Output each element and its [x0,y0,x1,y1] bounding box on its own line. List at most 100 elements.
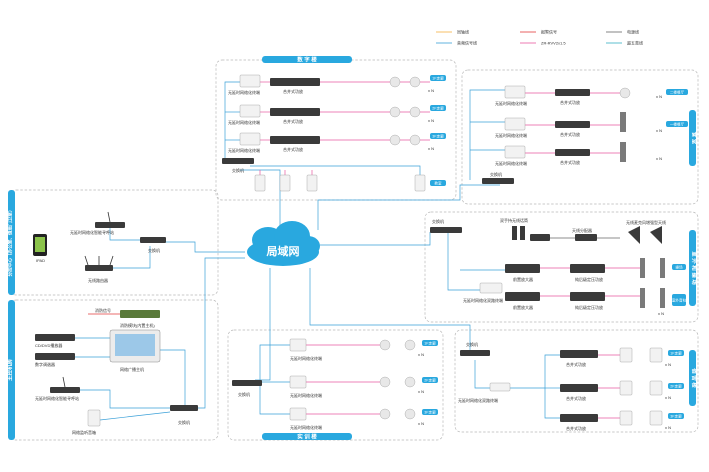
zone-outdoor [424,211,699,323]
amplifier-label: 合并式功放 [283,88,303,94]
terminal-device [239,104,261,118]
router-device [85,265,113,271]
outdoor-column [660,258,665,278]
amplifier-label: 合并式功放 [560,131,580,137]
legend-label-coax: 同轴线 [457,29,469,35]
amplifier-device [270,78,320,86]
preamp-device [505,264,540,273]
dining-tag-2: 一楼餐厅 [670,122,685,127]
switch-label: 交换机 [432,218,444,224]
legend-label-alarm: 报警信号 [541,29,557,35]
section-title-canteen: 食 堂 [691,131,699,145]
antenna-icon [628,226,640,244]
ceiling-speaker [379,408,391,420]
floor-tag-2f: 2F走廊 [424,378,436,383]
terminal-label: 无延时网络化终端 [290,355,322,361]
wall-speaker [414,174,426,192]
switch-label: 交换机 [238,391,250,397]
switch-device [460,350,490,356]
ceiling-speaker [389,134,401,146]
ceiling-speaker [404,376,416,388]
section-title-dorm: 宿 舍 楼 [691,368,699,388]
cd-player-label: CD/DVD播放器 [35,342,62,348]
canteen-devices: 无延时网络化终端 合并式功放 x N 二楼餐厅 无延时网络化终端 合并式功放 x… [482,85,688,184]
paging-station [50,387,80,393]
outdoor-column [640,258,645,278]
dining-tag-1: 二楼餐厅 [670,90,685,95]
section-title-machine: 主控机房 [6,359,14,382]
terminal-label: 无延时网络化终端 [495,132,527,138]
terminal-label: 无延时网络化终端 [228,89,260,95]
nxn-label: x N [418,352,424,357]
host-label: 网络广播主机 [120,366,144,372]
playground-tag: 操场 [675,265,683,270]
host-screen [115,334,155,356]
ceiling-speaker [379,376,391,388]
antenna-icon [650,226,662,244]
switch-label: 交换机 [232,167,244,173]
fire-signal-label: 消防信号 [95,307,111,313]
nxn-label: x N [428,118,434,123]
power-amp-label: 纯后级定压功放 [575,276,603,282]
terminal-device [289,375,307,389]
preamp-device [505,292,540,301]
machine-room-devices: 消防信号 消防模块(内置主机) CD/DVD播放器 数字调谐器 网络广播主机 无… [35,307,198,435]
terminal-device [489,382,511,392]
band-outdoor [689,230,696,306]
ceiling-speaker [379,339,391,351]
nxn-label: x N [428,146,434,151]
terminal-device [479,282,503,294]
terminal-label: 无延时网络化终端 [495,160,527,166]
fire-module-label: 消防模块(内置主机) [120,322,155,328]
amplifier-device [555,121,590,128]
preamp-label: 前置放大器 [513,304,533,310]
switch-device [482,178,514,184]
floor-tag-1f: 1F走廊 [670,351,682,356]
legend-label-audio: 音频信号线 [457,40,477,46]
amplifier-device [560,384,598,392]
nxn-label: x N [665,425,671,430]
switch-label: 交换机 [148,247,160,253]
nxn-label: x N [656,156,662,161]
amplifier-label: 合并式功放 [566,395,586,401]
ceiling-speaker [389,76,401,88]
terminal-device [289,407,307,421]
nxn-label: x N [665,362,671,367]
wireless-mic-label: 双手持无线话筒 [500,217,528,223]
floor-tag-2f: 2F走廊 [670,384,682,389]
floor-tag-3f: 3F走廊 [432,134,444,139]
column-speaker [620,142,626,162]
outdoor-column [660,288,665,308]
terminal-device [289,338,307,352]
zone-canteen [461,69,699,205]
amplifier-device [560,414,598,422]
nxn-label: x N [656,128,662,133]
paging-mic-label: 无延时网络化智能寻呼站 [70,229,114,235]
ceiling-speaker [404,339,416,351]
section-title-digital: 数 字 楼 [297,56,317,64]
ceiling-speaker [619,87,631,99]
terminal-device [504,117,526,131]
amplifier-label: 合并式功放 [560,159,580,165]
floor-tag-2f: 2F走廊 [432,106,444,111]
band-training [262,433,352,440]
nxn-label: x N [665,395,671,400]
terminal-label: 无延时网络化终端 [290,392,322,398]
amplifier-device [555,149,590,156]
wireless-mic [520,226,525,240]
switch-device [170,405,198,411]
control-center-devices: 无延时网络化智能寻呼站 交换机 IPAD 无线路由器 [33,211,166,283]
wireless-antenna-label: 无线麦克风增强型天线 [626,219,666,225]
lan-label: 局域网 [266,244,300,258]
net-amp-terminal-label: 无延时网络化双路终端 [463,297,503,303]
wall-speaker [619,410,633,426]
dorm-devices: 交换机 无延时网络化双路终端 合并式功放 合并式功放 合并式功放 1F走廊 x … [458,341,684,431]
antenna-divider [575,234,597,241]
wall-speaker [306,174,318,192]
ceiling-speaker [389,106,401,118]
amplifier-label: 合并式功放 [283,146,303,152]
switch-device [222,158,254,164]
band-dorm [689,350,696,406]
legend: 同轴线 音频信号线 报警信号 ZR-RVV2x1.5 电源线 超五类线 [436,29,643,46]
terminal-device [239,132,261,146]
